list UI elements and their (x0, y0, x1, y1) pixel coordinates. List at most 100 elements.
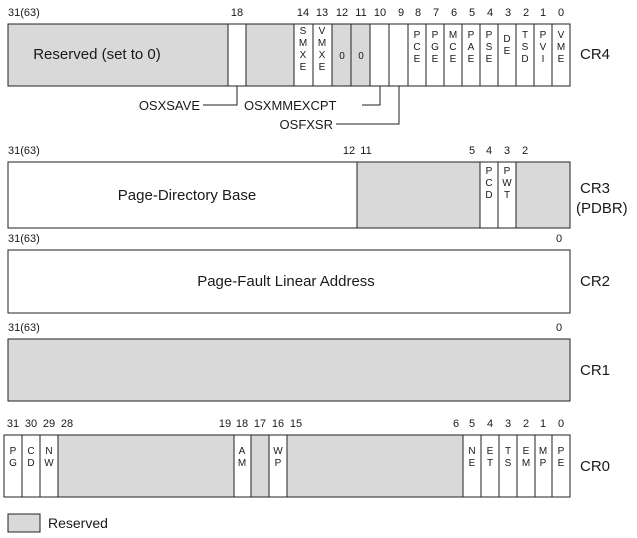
cr4-bit-0: 0 (558, 7, 564, 19)
cr4-name: CR4 (580, 46, 610, 63)
cr3-reserved-low (515, 161, 571, 229)
cr1-bit-0: 0 (556, 322, 562, 334)
cr0-bit-28: 28 (61, 418, 73, 430)
legend: Reserved (7, 513, 108, 533)
legend-reserved-label: Reserved (48, 515, 108, 531)
cr4-bit-3: 3 (505, 7, 511, 19)
cr2-bit-31: 31(63) (8, 233, 40, 245)
cr1-name: CR1 (580, 362, 610, 379)
cr4-bit-1: 1 (540, 7, 546, 19)
cr0-pe-cell (551, 434, 571, 498)
cr0-bit-5: 5 (469, 418, 475, 430)
cr4-register: 31(63) 18 14 13 12 11 10 9 8 7 6 5 4 3 2… (7, 7, 610, 132)
cr2-page-fault-address-field (7, 249, 571, 314)
cr4-bit-18: 18 (231, 7, 243, 19)
cr0-register: 31 30 29 28 19 18 17 16 15 6 5 4 3 2 1 0… (3, 418, 610, 498)
cr0-bit-15: 15 (290, 418, 302, 430)
cr3-bit-12: 12 (343, 145, 355, 157)
cr4-reserved-high (7, 23, 229, 87)
cr3-pdbr-label: (PDBR) (576, 200, 628, 217)
cr4-bit11-zero: 0 (358, 51, 364, 62)
cr4-bit-5: 5 (469, 7, 475, 19)
cr4-bit-13: 13 (316, 7, 328, 19)
osxsave-callout: OSXSAVE (139, 98, 201, 113)
cr0-bit-29: 29 (43, 418, 55, 430)
cr0-bit-18: 18 (236, 418, 248, 430)
cr0-bit-31: 31 (7, 418, 19, 430)
cr3-reserved-mid (356, 161, 481, 229)
cr3-bit-31: 31(63) (8, 145, 40, 157)
cr4-bit-7: 7 (433, 7, 439, 19)
cr3-bit-5: 5 (469, 145, 475, 157)
osfxsr-leader (336, 86, 400, 125)
cr4-bit-4: 4 (487, 7, 493, 19)
cr0-bit-2: 2 (523, 418, 529, 430)
cr4-bit-8: 8 (415, 7, 421, 19)
cr0-bit-6: 6 (453, 418, 459, 430)
osfxsr-callout: OSFXSR (280, 117, 333, 132)
cr4-bit-9: 9 (398, 7, 404, 19)
cr0-bit17-cell (250, 434, 270, 498)
cr0-reserved-high (57, 434, 235, 498)
cr4-osxmmexcpt-cell (369, 23, 390, 87)
cr0-bit-3: 3 (505, 418, 511, 430)
cr4-osfxsr-cell (388, 23, 409, 87)
cr4-reserved-mid (245, 23, 295, 87)
cr1-bit-31: 31(63) (8, 322, 40, 334)
cr4-osxsave-cell (227, 23, 247, 87)
cr0-bit-30: 30 (25, 418, 37, 430)
cr0-bit-0: 0 (558, 418, 564, 430)
cr0-reserved-mid (286, 434, 464, 498)
cr3-bit-3: 3 (504, 145, 510, 157)
cr4-bit-31: 31(63) (8, 7, 40, 19)
cr4-reserved-label: Reserved (set to 0) (33, 46, 161, 63)
cr0-name: CR0 (580, 458, 610, 475)
cr4-bit12-zero: 0 (339, 51, 345, 62)
cr3-name: CR3 (580, 180, 610, 197)
cr4-bit-12: 12 (336, 7, 348, 19)
cr2-bit-0: 0 (556, 233, 562, 245)
legend-reserved-swatch (7, 513, 41, 533)
cr3-bit-4: 4 (486, 145, 492, 157)
cr2-field-label: Page-Fault Linear Address (197, 273, 375, 290)
cr3-register: 31(63) 12 11 5 4 3 2 Page-Directory Base… (7, 145, 628, 229)
cr2-name: CR2 (580, 273, 610, 290)
osxsave-leader (203, 86, 238, 106)
cr2-register: 31(63) 0 Page-Fault Linear Address CR2 (7, 233, 610, 314)
cr4-bit-6: 6 (451, 7, 457, 19)
cr4-bit-2: 2 (523, 7, 529, 19)
cr0-bit-4: 4 (487, 418, 493, 430)
cr3-page-directory-base-field (7, 161, 358, 229)
cr0-bit-19: 19 (219, 418, 231, 430)
cr1-register: 31(63) 0 CR1 (7, 322, 610, 402)
osxmmexcpt-leader (362, 86, 381, 106)
cr3-bit-2: 2 (522, 145, 528, 157)
cr4-bit-11: 11 (355, 7, 366, 19)
cr0-bit-17: 17 (254, 418, 266, 430)
cr0-bit-16: 16 (272, 418, 284, 430)
cr3-bit-11: 11 (360, 145, 371, 157)
cr0-bit-1: 1 (540, 418, 546, 430)
